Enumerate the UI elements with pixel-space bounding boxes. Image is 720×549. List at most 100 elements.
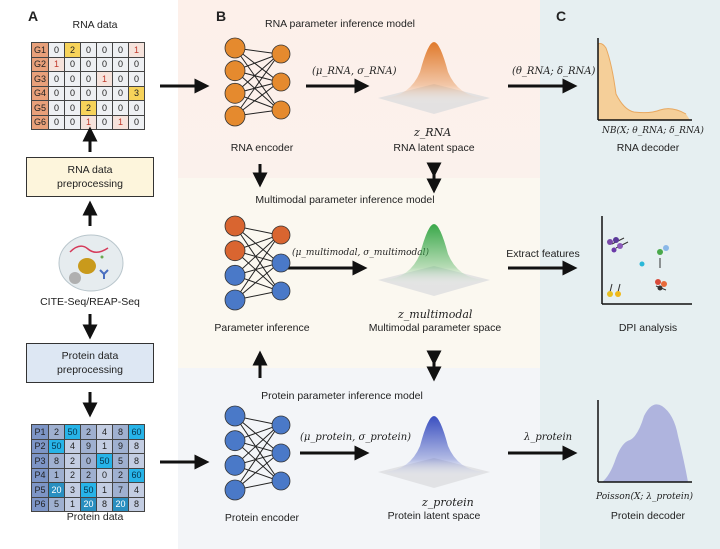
table-cell: 2 xyxy=(64,467,81,483)
multimodal-space-label: Multimodal parameter space xyxy=(368,322,502,334)
protein-params-label: (μ_protein, σ_protein) xyxy=(300,432,412,443)
table-cell: 1 xyxy=(96,438,113,454)
table-cell: 0 xyxy=(80,56,97,72)
table-cell: 0 xyxy=(80,453,97,469)
row-header: G6 xyxy=(31,114,49,130)
rna-preprocessing-line2: preprocessing xyxy=(57,178,123,190)
poisson-formula: Poisson(X; λ_protein) xyxy=(596,492,694,502)
rna-encoder-label: RNA encoder xyxy=(230,142,294,154)
multi-z-label: z_multimodal xyxy=(398,308,473,321)
output-node xyxy=(271,253,291,273)
table-cell: 1 xyxy=(48,467,65,483)
table-cell: 0 xyxy=(96,100,113,116)
output-node xyxy=(271,225,291,245)
row-header: P5 xyxy=(31,482,49,498)
rna-decoder-label: RNA decoder xyxy=(616,142,680,154)
dpi-scatter-plot xyxy=(601,216,692,305)
protein-model-title: Protein parameter inference model xyxy=(261,390,423,402)
protein-data-title: Protein data xyxy=(66,511,124,523)
extract-features-label: Extract features xyxy=(506,248,580,260)
table-cell: 7 xyxy=(112,482,129,498)
table-cell: 4 xyxy=(128,482,145,498)
table-cell: 0 xyxy=(112,42,129,58)
row-header: G3 xyxy=(31,71,49,87)
protein-z-label: z_protein xyxy=(422,496,474,509)
panel-label-c: C xyxy=(556,8,567,24)
multimodal-model-title: Multimodal parameter inference model xyxy=(255,194,435,206)
protein-latent-label: Protein latent space xyxy=(387,510,481,522)
network-edge xyxy=(234,234,280,301)
network-edge xyxy=(234,47,280,111)
rna-preprocessing-line1: RNA data xyxy=(67,164,113,176)
row-header: G4 xyxy=(31,85,49,101)
input-node xyxy=(224,240,246,262)
row-header: G5 xyxy=(31,100,49,116)
output-node xyxy=(271,281,291,301)
table-cell: 0 xyxy=(64,85,81,101)
input-node xyxy=(224,37,246,59)
table-cell: 1 xyxy=(128,42,145,58)
multimodal-network xyxy=(224,215,291,311)
table-cell: 5 xyxy=(48,496,65,512)
table-cell: 8 xyxy=(48,453,65,469)
row-header: G1 xyxy=(31,42,49,58)
rna-z-label: z_RNA xyxy=(414,126,452,139)
table-cell: 50 xyxy=(80,482,97,498)
table-cell: 8 xyxy=(128,438,145,454)
table-cell: 0 xyxy=(80,42,97,58)
protein-decoder-label: Protein decoder xyxy=(610,510,686,522)
input-node xyxy=(224,405,246,427)
network-edge xyxy=(234,424,280,491)
rna-preprocessing-box: RNA data preprocessing xyxy=(26,157,154,197)
table-cell: 0 xyxy=(128,56,145,72)
table-cell: 0 xyxy=(48,100,65,116)
input-node xyxy=(224,82,246,104)
table-cell: 1 xyxy=(48,56,65,72)
table-cell: 1 xyxy=(96,482,113,498)
table-cell: 20 xyxy=(80,496,97,512)
rna-latent-surface xyxy=(378,42,490,114)
input-node xyxy=(224,60,246,82)
surface-peak xyxy=(384,224,484,286)
table-cell: 0 xyxy=(128,100,145,116)
nb-formula: NB(X; θ_RNA; δ_RNA) xyxy=(602,126,704,136)
lambda-label: λ_protein xyxy=(524,432,573,443)
rna-model-title: RNA parameter inference model xyxy=(265,18,415,30)
input-node xyxy=(224,105,246,127)
dpi-analysis-label: DPI analysis xyxy=(618,322,678,334)
table-cell: 1 xyxy=(80,114,97,130)
table-cell: 0 xyxy=(64,114,81,130)
panel-label-a: A xyxy=(28,8,39,24)
table-cell: 60 xyxy=(128,467,145,483)
table-cell: 3 xyxy=(128,85,145,101)
table-cell: 2 xyxy=(64,42,81,58)
row-header: P2 xyxy=(31,438,49,454)
rna-encoder-network xyxy=(224,37,291,127)
input-node xyxy=(224,454,246,476)
rna-data-title: RNA data xyxy=(72,19,118,31)
table-cell: 0 xyxy=(64,71,81,87)
parameter-inference-label: Parameter inference xyxy=(214,322,310,334)
output-node xyxy=(271,44,291,64)
panel-label-b: B xyxy=(216,8,227,24)
table-cell: 0 xyxy=(48,114,65,130)
multi-params-label: (μ_multimodal, σ_multimodal) xyxy=(292,248,430,258)
table-cell: 3 xyxy=(64,482,81,498)
output-node xyxy=(271,100,291,120)
output-node xyxy=(271,415,291,435)
input-node xyxy=(224,215,246,237)
cell-illustration xyxy=(58,234,124,292)
surface-peak xyxy=(384,42,484,104)
table-cell: 0 xyxy=(64,56,81,72)
rna-params-label: (μ_RNA, σ_RNA) xyxy=(312,66,397,77)
